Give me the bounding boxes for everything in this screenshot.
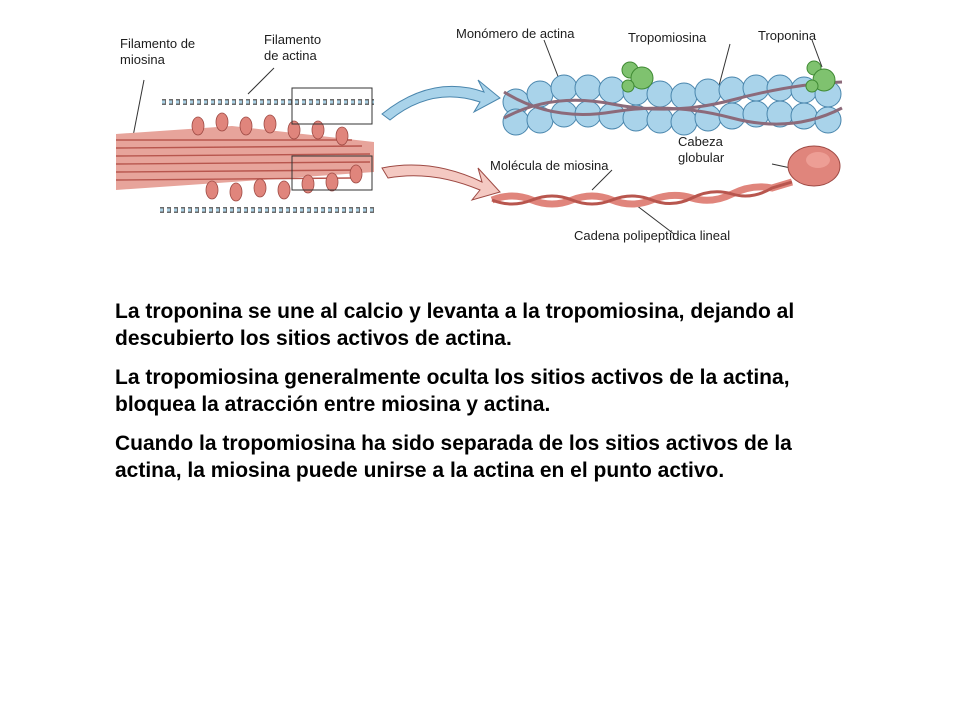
paragraph-tropomyosin-blocks: La tropomiosina generalmente oculta los … [115,366,790,416]
label-myosin-molecule: Molécula de miosina [490,158,609,173]
paragraph-myosin-binding: Cuando la tropomiosina ha sido separada … [115,432,792,482]
label-myosin-filament-1: Filamento de [120,36,195,51]
explanation-text: La troponina se une al calcio y levanta … [115,298,855,496]
label-tropomyosin: Tropomiosina [628,30,707,45]
label-actin-filament-1: Filamento [264,32,321,47]
myosin-filament-bundle [115,112,374,202]
label-actin-monomer: Monómero de actina [456,26,575,41]
tropomyosin-strand [503,80,843,126]
arrow-to-myosin [381,164,501,201]
paragraph-troponin-calcium: La troponina se une al calcio y levanta … [115,300,795,350]
actin-detail [502,60,843,136]
label-actin-filament-2: de actina [264,48,318,63]
label-polypeptide-chain: Cadena polipeptídica lineal [574,228,730,243]
label-troponin: Troponina [758,28,817,43]
label-myosin-filament-2: miosina [120,52,166,67]
troponin-complex [621,60,836,93]
label-globular-head-2: globular [678,150,725,165]
arrow-to-actin [381,79,501,121]
zoom-box-myosin [291,155,373,191]
myosin-molecule-detail [490,145,841,208]
zoom-box-actin [291,87,373,125]
label-globular-head-1: Cabeza [678,134,724,149]
sarcomere-diagram: Filamento de miosina Filamento de actina… [112,22,850,262]
